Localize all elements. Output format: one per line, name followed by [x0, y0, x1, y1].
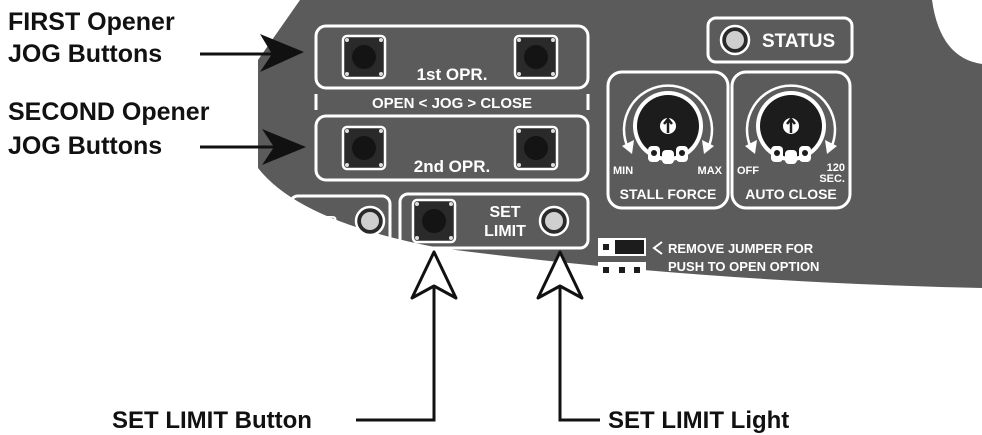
auto-close-arrow-left-icon [745, 140, 757, 154]
auto-close-group: OFF 120 SEC. AUTO CLOSE [730, 70, 852, 210]
power-indicator-group: PWR. [288, 194, 392, 246]
status-led-icon [719, 24, 751, 56]
second-open-jog-button[interactable] [341, 125, 387, 171]
stall-force-title: STALL FORCE [620, 186, 717, 202]
stall-force-arc [622, 84, 714, 149]
auto-close-off-label: OFF [737, 165, 759, 177]
auto-close-arrow-right-icon [825, 140, 837, 154]
pwr-label: PWR. [300, 214, 342, 231]
second-opener-label-line2: JOG Buttons [8, 132, 162, 160]
set-limit-light-callout: SET LIMIT Light [608, 407, 789, 434]
set-label: SET [489, 204, 520, 221]
second-opener-jog-group: 2nd OPR. [314, 114, 590, 182]
panel-notch [932, 0, 982, 64]
auto-close-max-line2: SEC. [819, 173, 845, 185]
stall-force-min-label: MIN [613, 165, 633, 177]
first-open-jog-button[interactable] [341, 34, 387, 80]
auto-close-dial-icon[interactable] [756, 91, 826, 164]
stall-force-arrow-right-icon [702, 140, 714, 154]
set-limit-button-leader [356, 288, 436, 422]
stall-force-group: MIN MAX STALL FORCE [606, 70, 730, 210]
jumper-note-line2: PUSH TO OPEN OPTION [668, 259, 819, 274]
status-label: STATUS [762, 31, 835, 52]
jumper-icon[interactable] [598, 238, 646, 278]
second-opr-label: 2nd OPR. [414, 157, 491, 176]
set-limit-light-arrow-up-icon [536, 250, 584, 300]
first-opener-label-line1: FIRST Opener [8, 8, 175, 36]
stall-force-arrow-left-icon [622, 140, 634, 154]
set-limit-group: SET LIMIT [398, 192, 590, 250]
limit-label: LIMIT [484, 223, 526, 240]
first-opener-label-line2: JOG Buttons [8, 40, 162, 68]
open-jog-close-legend: OPEN < JOG > CLOSE [314, 94, 590, 112]
first-opr-label: 1st OPR. [417, 65, 488, 84]
stall-force-dial-icon[interactable] [633, 91, 703, 164]
status-group: STATUS [706, 16, 854, 64]
second-opener-arrow-right-icon [262, 129, 306, 165]
pwr-led-icon [354, 205, 386, 237]
auto-close-max-line1: 120 [827, 162, 845, 174]
set-limit-button-callout: SET LIMIT Button [112, 407, 312, 434]
stall-force-max-label: MAX [698, 165, 723, 177]
set-limit-button[interactable] [411, 198, 457, 244]
jumper-note-line1: REMOVE JUMPER FOR [668, 241, 814, 256]
first-close-jog-button[interactable] [513, 34, 559, 80]
auto-close-title: AUTO CLOSE [745, 186, 837, 202]
first-opener-arrow-right-icon [260, 34, 304, 72]
set-limit-button-arrow-up-icon [410, 250, 458, 300]
jumper-pointer-icon [652, 241, 663, 255]
set-limit-light-leader [558, 288, 600, 422]
auto-close-arc [745, 84, 837, 149]
first-opener-jog-group: 1st OPR. [314, 24, 590, 90]
open-jog-close-label: OPEN < JOG > CLOSE [372, 95, 532, 112]
second-close-jog-button[interactable] [513, 125, 559, 171]
set-limit-led-icon [538, 205, 570, 237]
second-opener-label-line1: SECOND Opener [8, 98, 210, 126]
